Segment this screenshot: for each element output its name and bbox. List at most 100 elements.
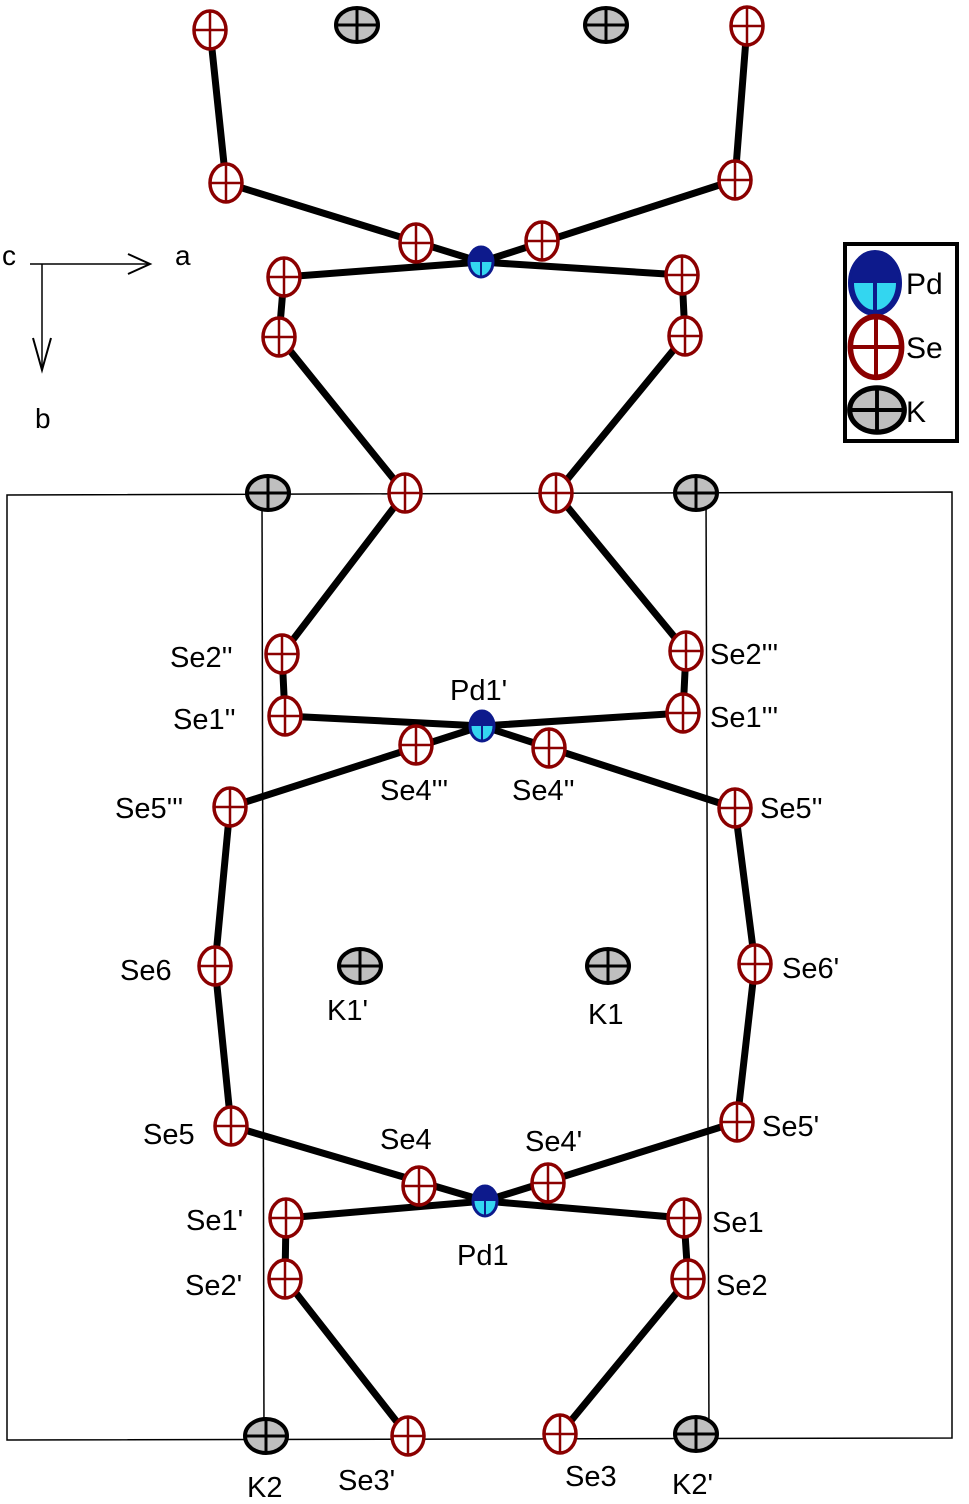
se-atom-Se2pp [264, 633, 300, 675]
se-atom-Se3p [390, 1415, 426, 1457]
k-atom-K1p [337, 947, 383, 985]
k-atom-K2p [673, 1415, 719, 1453]
se-atom-Se1pp [267, 695, 303, 737]
atom-label-K1: K1 [588, 999, 623, 1031]
k-atom-top-k-r [583, 6, 629, 44]
bond-Se5pp-Pd1p [478, 722, 739, 812]
bond-Se1ppp-Pd1p [478, 709, 687, 730]
legend-item-pd: Pd [848, 250, 943, 316]
k-atom-icon [847, 385, 907, 435]
se-atom-Se4p [530, 1162, 566, 1204]
bond-Se5ppp-Se6 [211, 803, 234, 970]
atom-label-Se4pp: Se4'' [512, 775, 575, 807]
se-atom-top-se-l3 [398, 222, 434, 264]
bond-Se5-Pd1 [227, 1122, 489, 1205]
se-atom-Se5pp [717, 787, 753, 829]
legend-se-glyph [847, 313, 905, 381]
atom-label-Se5p: Se5' [762, 1111, 819, 1143]
atom-label-K2: K2 [247, 1472, 282, 1504]
se-atom-Se1p [268, 1197, 304, 1239]
se-atom-top-se-l5 [261, 316, 297, 358]
se-atom-Se4ppp [398, 724, 434, 766]
atom-label-Se4p: Se4' [525, 1126, 582, 1158]
bond-Se5p-Pd1 [481, 1118, 741, 1205]
atom-label-Se5: Se5 [143, 1119, 195, 1151]
bond-Se2-Se3 [556, 1275, 692, 1438]
atom-label-Se2ppp: Se2''' [710, 639, 778, 671]
bond-Se1pp-Pd1p [281, 712, 486, 730]
bond-se-mid-r-Se2ppp [552, 489, 690, 655]
se-atom-top-se-r5 [667, 315, 703, 357]
bond-Se5ppp-Pd1p [226, 722, 486, 811]
legend-label-se: Se [906, 332, 943, 365]
se-atom-Se5p [719, 1101, 755, 1143]
c-axis-label: c [2, 240, 16, 271]
atom-label-Se3p: Se3' [338, 1465, 395, 1497]
atom-label-Se4ppp: Se4''' [380, 775, 448, 807]
k-atom-top-k-l [334, 6, 380, 44]
bond-se-mid-l-Se2pp [278, 489, 409, 658]
atom-labels: Se2''Se2'''Pd1'Se1''Se1'''Se4'''Se4''Se5… [115, 639, 839, 1504]
se-atom-icon [847, 313, 905, 381]
pd-atom-icon [848, 250, 902, 316]
se-atom-Se4pp [531, 727, 567, 769]
se-atom-Se2 [670, 1258, 706, 1300]
atom-label-Se5ppp: Se5''' [115, 793, 183, 825]
atom-label-Se2: Se2 [716, 1270, 768, 1302]
bond-Se6p-Se5p [733, 960, 759, 1126]
atoms [192, 5, 773, 1457]
bond-top-se-l5-se-mid-l [275, 333, 409, 497]
bond-top-se-l4-top-pd [280, 258, 485, 281]
pd-atom-Pd1p [468, 709, 496, 743]
se-atom-top-se-l4 [266, 256, 302, 298]
k-atom-K1 [585, 947, 631, 985]
bond-top-se-r1-top-se-r2 [731, 22, 751, 184]
se-atom-Se6 [197, 945, 233, 987]
bond-Se1p-Pd1 [282, 1197, 489, 1222]
bond-Se6-Se5 [211, 962, 235, 1130]
se-atom-Se4 [401, 1165, 437, 1207]
k-atom-k-mid-l [245, 474, 291, 512]
unit-cell [6, 491, 953, 1441]
atom-label-Pd1p: Pd1' [450, 675, 507, 707]
se-atom-Se2ppp [668, 630, 704, 672]
atom-label-K1p: K1' [327, 995, 368, 1027]
bond-top-se-r5-se-mid-r [552, 332, 689, 497]
se-atom-top-se-l2 [208, 162, 244, 204]
se-atom-top-se-r3 [524, 220, 560, 262]
legend-item-k: K [847, 385, 926, 435]
bond-Se1-Pd1 [481, 1197, 688, 1222]
atom-label-Pd1: Pd1 [457, 1240, 509, 1272]
unit-cell-inner-right [705, 491, 710, 1439]
se-atom-top-se-r4 [664, 254, 700, 296]
unit-cell-inner-left [261, 494, 265, 1441]
legend-pd-glyph [848, 250, 902, 316]
pd-atom-top-pd [467, 245, 495, 279]
axes-indicator: c a b [2, 240, 191, 434]
atom-label-Se6: Se6 [120, 955, 172, 987]
legend-item-se: Se [847, 313, 943, 381]
atom-label-K2p: K2' [672, 1469, 713, 1501]
b-axis-label: b [35, 403, 51, 434]
k-atom-k-mid-r [673, 474, 719, 512]
se-atom-Se1ppp [665, 692, 701, 734]
b-axis-arrowhead [32, 337, 52, 374]
legend-label-pd: Pd [906, 268, 943, 301]
se-atom-top-se-l1 [192, 9, 228, 51]
atom-label-Se6p: Se6' [782, 953, 839, 985]
bond-top-se-r4-top-pd [477, 258, 686, 279]
legend: Pd Se K [843, 242, 959, 443]
se-atom-Se2p [267, 1258, 303, 1300]
atom-label-Se4: Se4 [380, 1124, 432, 1156]
se-atom-se-mid-l [387, 472, 423, 514]
bond-top-se-r2-top-pd [477, 176, 739, 266]
bonds [206, 22, 759, 1440]
se-atom-Se1 [666, 1197, 702, 1239]
bond-top-se-l2-top-pd [222, 179, 485, 266]
atom-label-Se2pp: Se2'' [170, 642, 233, 674]
atom-label-Se5pp: Se5'' [760, 793, 823, 825]
se-atom-Se5 [213, 1105, 249, 1147]
se-atom-se-mid-r [538, 472, 574, 514]
se-atom-top-se-r1 [729, 5, 765, 47]
